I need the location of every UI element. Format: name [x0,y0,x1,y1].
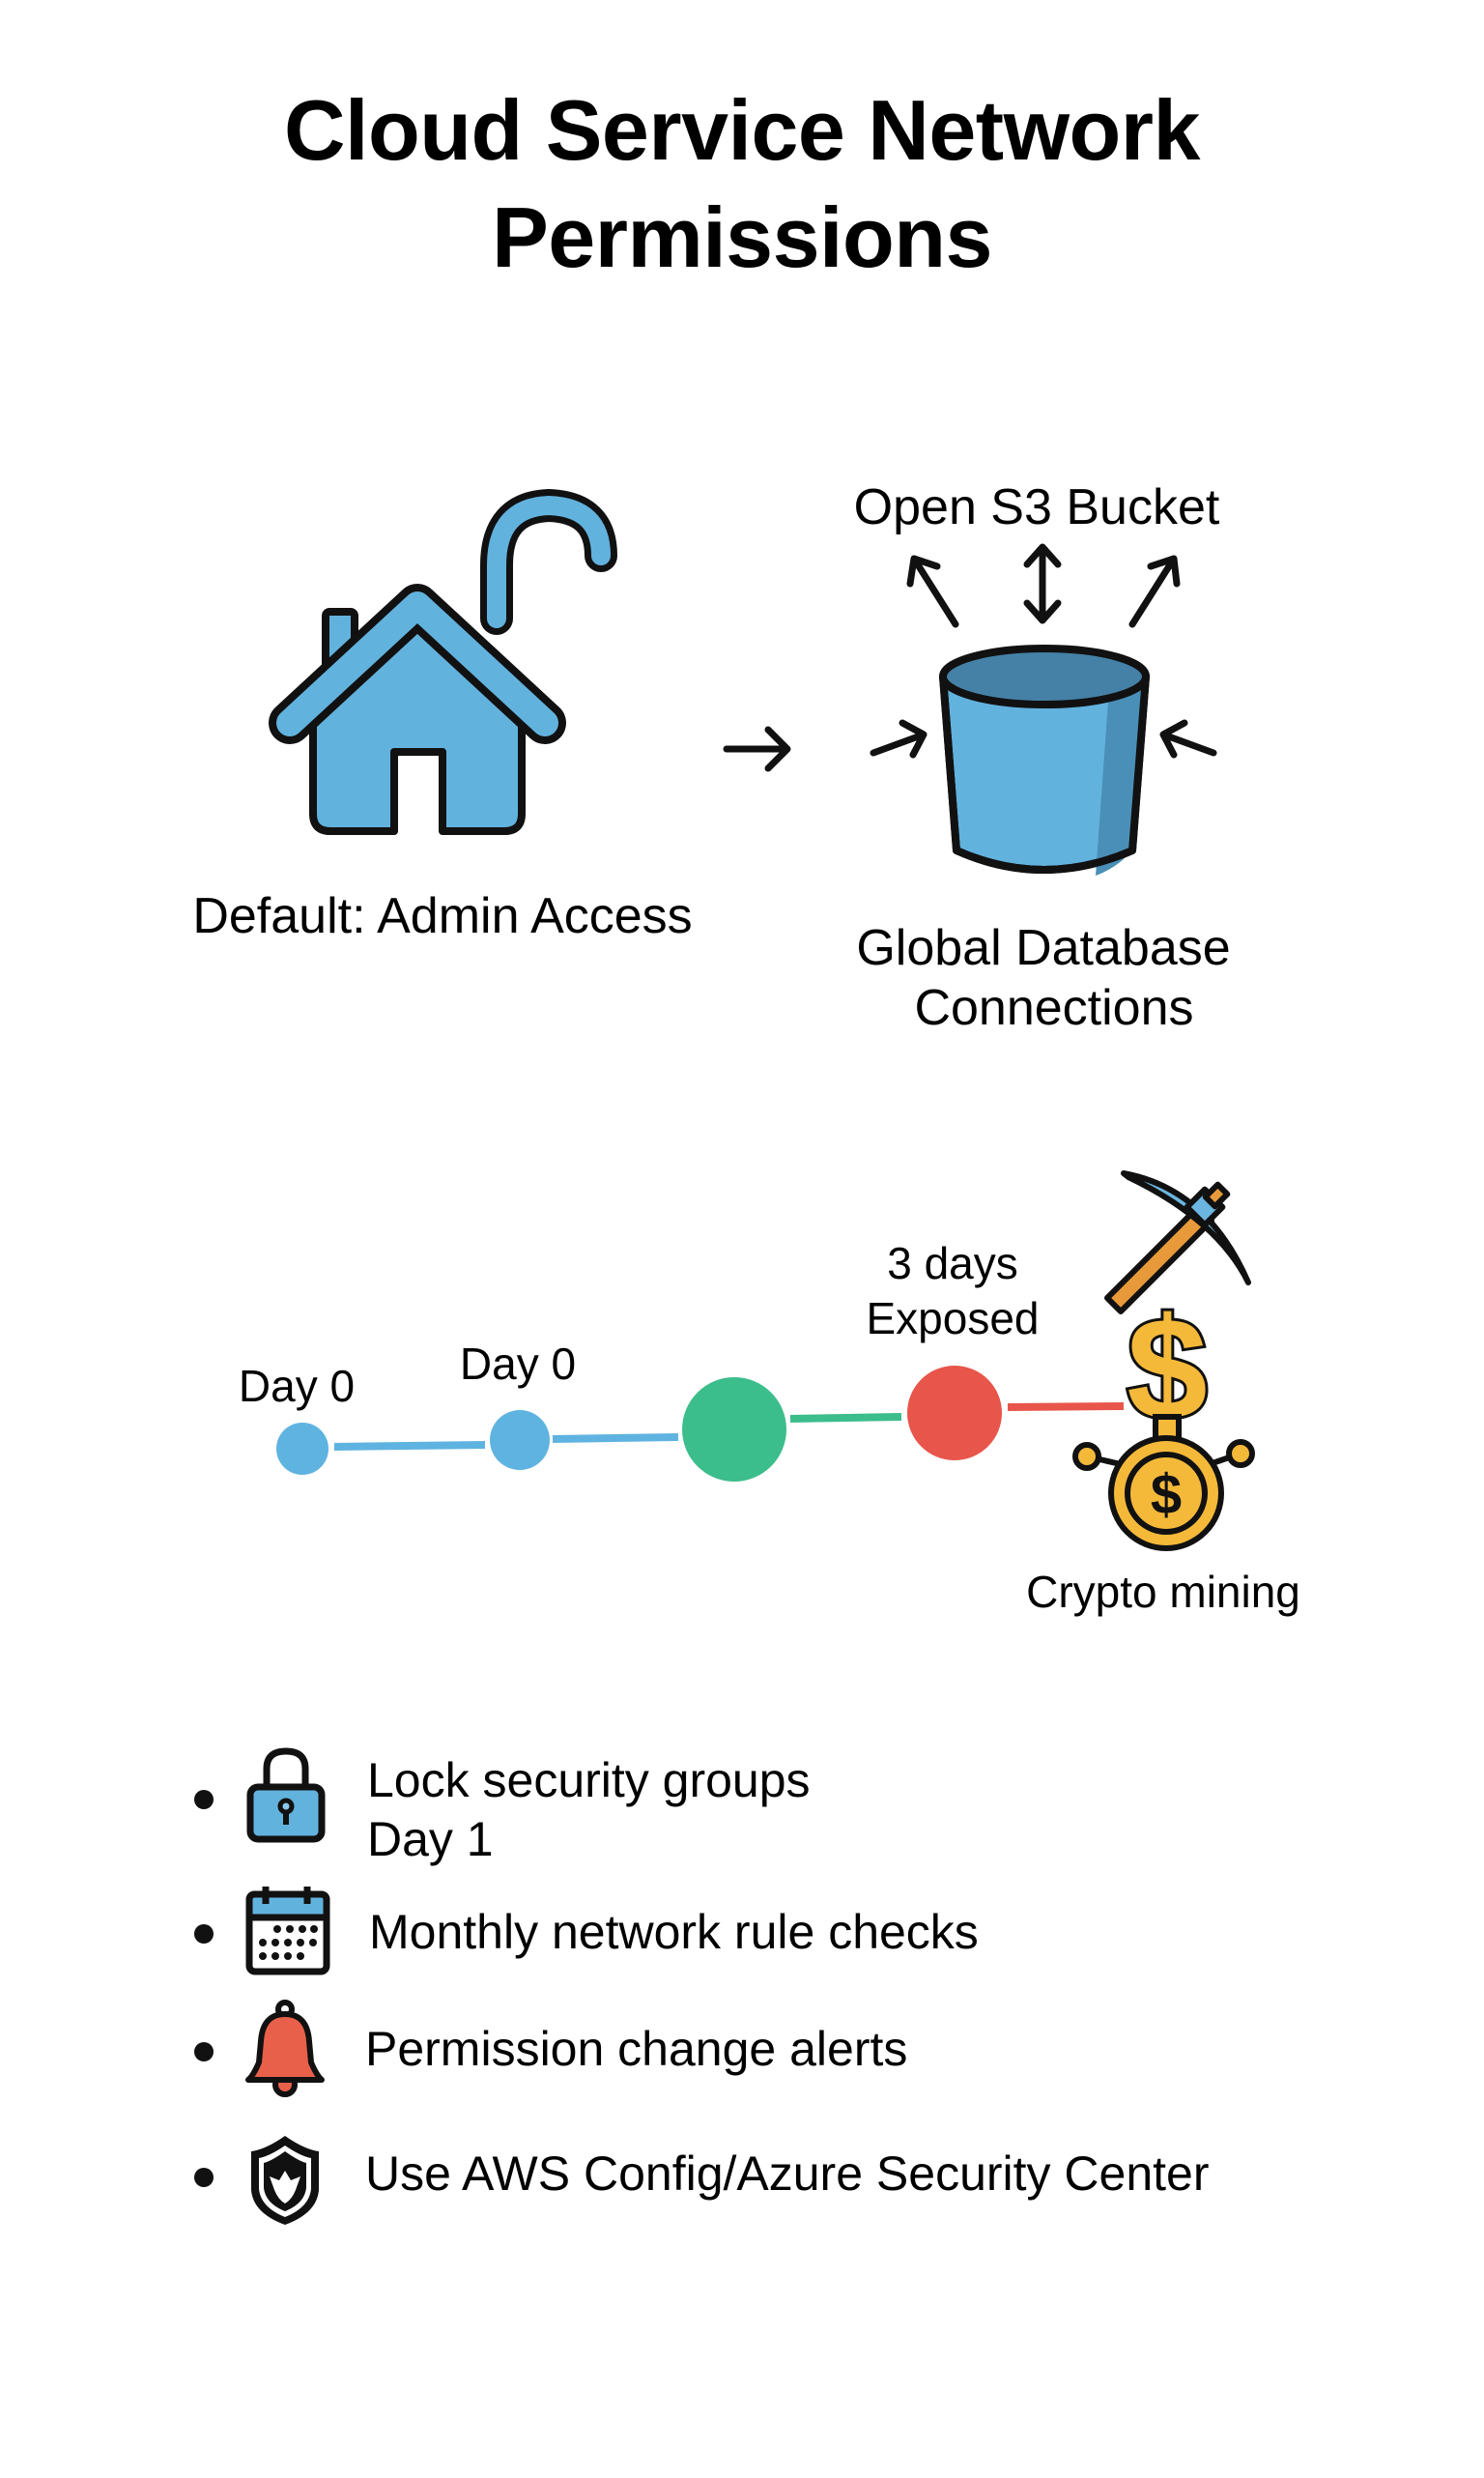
bullet-point [194,2168,214,2187]
bullet-point [194,1790,214,1809]
arrow-right-icon [723,726,791,772]
timeline-node-3 [682,1377,786,1482]
bullet-point [194,2042,214,2061]
global-database-label-line1: Global Database [856,920,1231,976]
default-admin-access-label: Default: Admin Access [192,888,693,944]
bullet-point [194,1924,214,1944]
recommendation-4: Use AWS Config/Azure Security Center [365,2147,1210,2201]
recommendation-1-line2: Day 1 [367,1812,494,1866]
recommendation-2: Monthly network rule checks [369,1905,979,1959]
timeline-nodes [276,1366,1002,1482]
crypto-mining-label: Crypto mining [1026,1567,1300,1617]
arrow-up-right-icon [1128,555,1181,628]
padlock-icon [246,1747,326,1843]
timeline-segment-4 [1007,1402,1125,1411]
recommendation-3: Permission change alerts [365,2022,908,2076]
page-title-line1: Cloud Service Network [283,82,1201,178]
open-s3-bucket-label: Open S3 Bucket [853,479,1220,535]
dollar-sign-icon: $ [1124,1284,1210,1453]
timeline-node-1 [276,1423,328,1475]
pickaxe-icon [1104,1170,1251,1314]
timeline-segment-3 [789,1413,902,1423]
timeline-label-day0-first: Day 0 [238,1361,356,1411]
coin-icon: $ [1072,1435,1255,1551]
open-bucket-icon [939,645,1150,876]
timeline-segments [333,1402,1125,1451]
global-database-label-line2: Connections [914,980,1194,1036]
arrow-up-left-icon [906,555,959,628]
bucket-arrows [870,543,1217,759]
open-shackle-icon [480,488,617,635]
timeline-label-day0-second: Day 0 [459,1339,577,1389]
timeline-node-4 [907,1366,1002,1460]
page-title-line2: Permissions [492,189,992,285]
timeline-segment-1 [333,1441,486,1451]
arrow-in-left-icon [870,719,928,759]
timeline-node-2 [490,1410,550,1470]
timeline-segment-2 [552,1433,679,1443]
arrow-in-right-icon [1159,719,1217,759]
timeline-label-3-days: 3 days [887,1238,1018,1288]
svg-text:$: $ [1151,1463,1182,1526]
house-icon [269,584,566,835]
recommendation-1-line1: Lock security groups [367,1753,811,1807]
bell-icon [245,2000,325,2097]
shield-icon [251,2136,319,2225]
arrow-bidirectional-icon [1023,543,1062,624]
calendar-icon [245,1887,330,1975]
timeline-label-exposed: Exposed [866,1293,1040,1343]
